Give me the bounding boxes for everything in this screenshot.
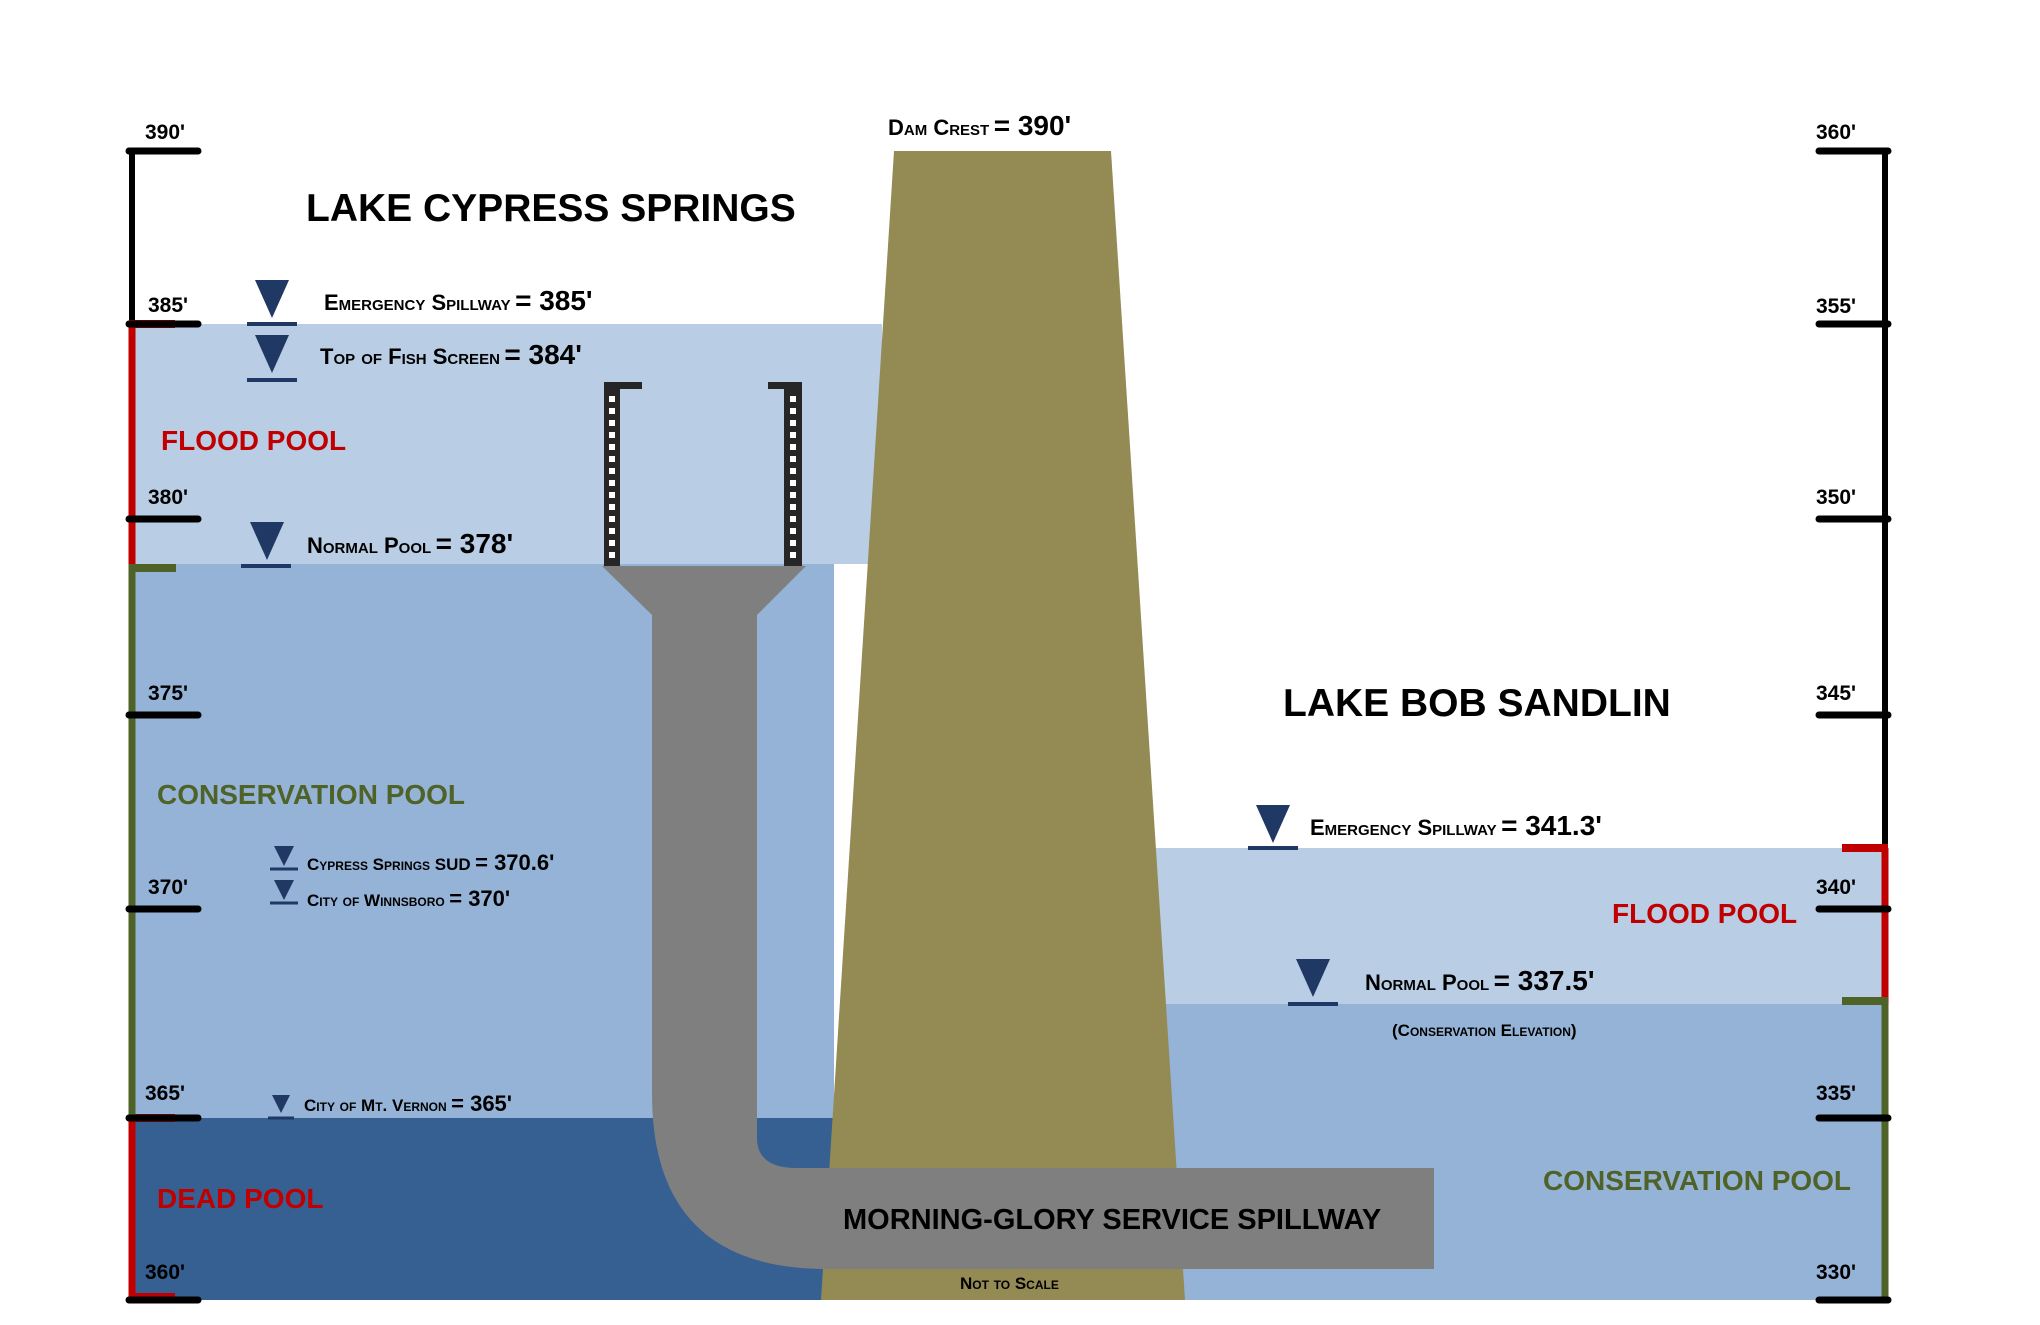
cs-normal-pool-name: Normal Pool [307,533,432,558]
cs-mt-vernon-name: City of Mt. Vernon [304,1096,447,1115]
bob-flood-water [1150,848,1885,1004]
fish-screen-hole [790,528,796,534]
left-tick-390: 390' [145,121,186,144]
fish-screen-hole [609,528,615,534]
cs-fish-screen-name: Top of Fish Screen [320,344,500,369]
fish-screen-hole [609,504,615,510]
fish-screen-hole [609,408,615,414]
fish-screen-hole [790,444,796,450]
dam-body [821,151,1185,1300]
morning-glory-spillway-pipe [602,566,1434,1269]
cs-normal-pool-value: = 378' [435,528,514,559]
cs-sud-label: Cypress Springs SUD = 370.6' [307,852,554,874]
cs-emergency-spillway-name: Emergency Spillway [324,290,511,315]
fish-screen-hole [609,540,615,546]
fish-screen-hole [790,456,796,462]
left-tick-365: 365' [145,1082,186,1105]
fish-screen-hole [609,552,615,558]
cs-mt-vernon-label: City of Mt. Vernon = 365' [304,1093,512,1115]
right-tick-355: 355' [1816,295,1857,318]
bs-normal-pool-name: Normal Pool [1365,970,1490,995]
marker-cs-emergency-spillway [247,280,297,326]
left-tick-385: 385' [148,294,189,317]
lake-bob-sandlin-title: LAKE BOB SANDLIN [1283,682,1671,725]
right-tick-335: 335' [1816,1082,1857,1105]
fish-screen-hole [609,420,615,426]
right-tick-345: 345' [1816,682,1857,705]
marker-cs-mt-vernon [268,1095,294,1120]
cs-emergency-spillway-value: = 385' [515,285,593,316]
fish-screen-hole [790,492,796,498]
fish-screen-hole [609,456,615,462]
marker-cs-fish-screen [247,335,297,382]
cs-emergency-spillway-label: Emergency Spillway = 385' [324,287,593,315]
fish-screen-hole [790,540,796,546]
fish-screen-hole [790,420,796,426]
marker-cs-sud [270,846,298,871]
left-elevation-scale [125,147,202,1304]
bs-normal-pool-label: Normal Pool = 337.5' [1365,967,1594,995]
fish-screen-hole [609,516,615,522]
cs-flood-pool-label: FLOOD POOL [161,425,347,456]
fish-screen-hole [609,444,615,450]
right-tick-350: 350' [1816,486,1857,509]
fish-screen-hole [790,468,796,474]
fish-screen-left-cap [620,382,642,389]
right-tick-340: 340' [1816,876,1857,899]
fish-screen-hole [790,552,796,558]
left-tick-360: 360' [145,1261,186,1284]
bs-flood-pool-label: FLOOD POOL [1612,898,1798,929]
fish-screen-hole [790,504,796,510]
fish-screen-hole [790,408,796,414]
left-tick-370: 370' [148,876,189,899]
not-to-scale-note: Not to Scale [960,1274,1059,1293]
marker-cs-normal-pool [241,522,291,568]
fish-screen-hole [609,492,615,498]
bs-emergency-spillway-value: = 341.3' [1501,810,1602,841]
cs-winnsboro-name: City of Winnsboro [307,891,445,910]
morning-glory-spillway-label: MORNING-GLORY SERVICE SPILLWAY [843,1204,1382,1236]
fish-screen-hole [609,432,615,438]
marker-bs-normal-pool [1288,959,1338,1006]
fish-screens [604,382,802,566]
dam-crest-value: = 390' [993,110,1072,141]
cs-winnsboro-label: City of Winnsboro = 370' [307,888,510,910]
cs-dead-pool-label: DEAD POOL [157,1183,324,1214]
fish-screen-hole [609,468,615,474]
water-level-markers [241,280,1338,1120]
cs-winnsboro-value: = 370' [449,886,511,911]
bs-normal-pool-value: = 337.5' [1493,965,1595,996]
cs-fish-screen-label: Top of Fish Screen = 384' [320,341,582,369]
bs-emergency-spillway-name: Emergency Spillway [1310,815,1497,840]
lake-cypress-springs-title: LAKE CYPRESS SPRINGS [306,187,796,230]
cs-conservation-pool-label: CONSERVATION POOL [157,779,466,810]
cs-normal-pool-label: Normal Pool = 378' [307,530,513,558]
dam-crest-name: Dam Crest [888,115,990,140]
dam-crest-label: Dam Crest = 390' [888,112,1071,140]
left-tick-380: 380' [148,486,189,509]
cs-mt-vernon-value: = 365' [451,1091,513,1116]
cs-sud-name: Cypress Springs SUD [307,855,471,874]
marker-cs-winnsboro [270,880,298,905]
marker-bs-emergency-spillway [1248,805,1298,850]
right-tick-330: 330' [1816,1261,1857,1284]
fish-screen-hole [609,396,615,402]
fish-screen-right-cap [768,382,786,389]
bs-emergency-spillway-label: Emergency Spillway = 341.3' [1310,812,1602,840]
fish-screen-hole [790,516,796,522]
cs-sud-value: = 370.6' [475,850,555,875]
fish-screen-hole [790,480,796,486]
bs-conservation-elevation-note: (Conservation Elevation) [1392,1021,1577,1040]
left-tick-375: 375' [148,682,189,705]
right-elevation-scale [1815,147,1892,1304]
fish-screen-hole [790,432,796,438]
right-tick-360: 360' [1816,121,1857,144]
fish-screen-hole [790,396,796,402]
fish-screen-hole [609,480,615,486]
cs-fish-screen-value: = 384' [504,339,582,370]
bs-conservation-pool-label: CONSERVATION POOL [1543,1165,1852,1196]
